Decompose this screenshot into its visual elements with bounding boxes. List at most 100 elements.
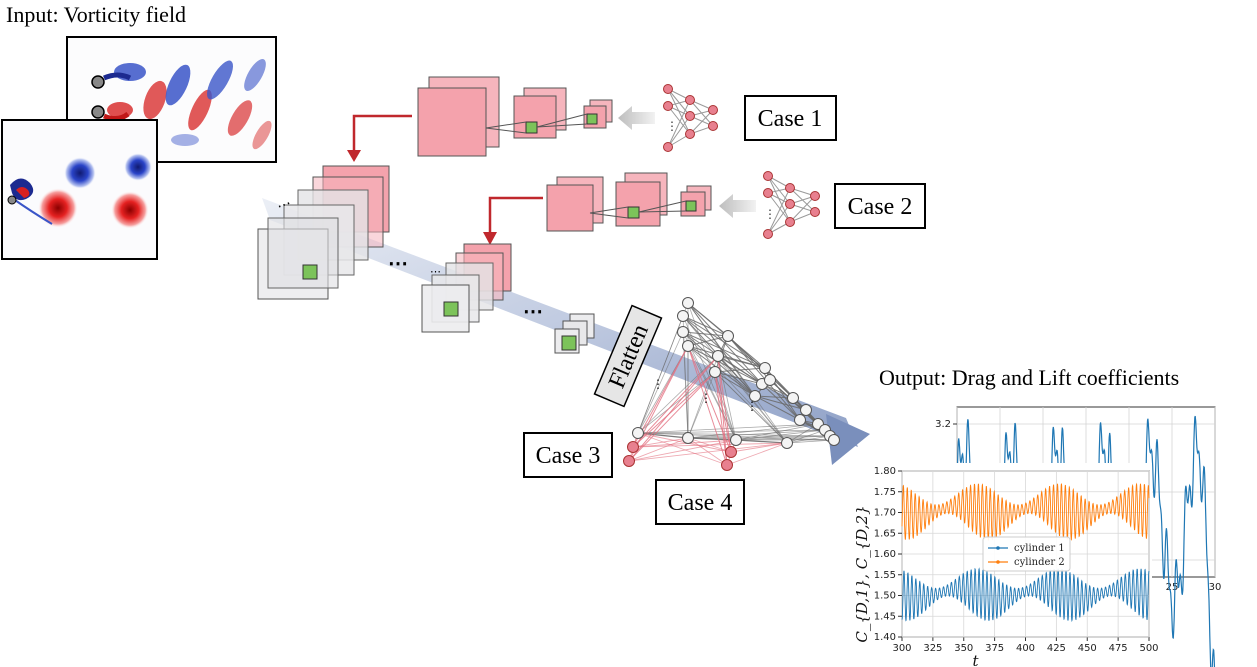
fc-node bbox=[794, 414, 806, 426]
chart2-xtick-label: 400 bbox=[1016, 643, 1035, 654]
fc-connection bbox=[682, 315, 788, 444]
case1-red-arrow bbox=[352, 114, 412, 152]
output-label: Output: Drag and Lift coefficients bbox=[879, 365, 1179, 390]
fc-ellipsis: ⋮ bbox=[746, 399, 758, 413]
fc-node bbox=[781, 437, 793, 449]
case2-ellipsis: ⋮ bbox=[764, 207, 776, 221]
fc-connection bbox=[682, 315, 729, 337]
chart2-ytick-label: 1.60 bbox=[874, 549, 896, 560]
fc-connection bbox=[735, 429, 826, 441]
fc-network: ⋮ ⋮ ⋮ bbox=[623, 297, 840, 471]
fc-connection bbox=[735, 439, 788, 444]
legend-marker bbox=[996, 560, 1000, 564]
stack-ellipsis-1: ⋯ bbox=[388, 253, 408, 275]
fc-input-node bbox=[721, 459, 733, 471]
legend-marker bbox=[996, 546, 1000, 550]
conv-stack-1: ⋯ bbox=[257, 165, 390, 300]
chart2-series-line bbox=[901, 567, 1150, 623]
fc-connection bbox=[637, 429, 826, 434]
chart2-xtick-label: 450 bbox=[1078, 643, 1097, 654]
vorticity-field-front bbox=[1, 119, 158, 260]
fc-connection bbox=[637, 432, 689, 439]
chart2-ytick-label: 1.65 bbox=[874, 528, 896, 539]
fc-connection bbox=[727, 335, 801, 421]
chart2-ytick-label: 1.55 bbox=[874, 570, 896, 581]
chart2-ytick-label: 1.75 bbox=[874, 487, 896, 498]
case1-label: Case 1 bbox=[758, 106, 823, 132]
fc-input-node bbox=[725, 446, 737, 458]
legend-label: cylinder 1 bbox=[1014, 543, 1065, 554]
fc-connection bbox=[682, 331, 788, 444]
fc-connection bbox=[682, 315, 766, 369]
fc-node bbox=[709, 366, 721, 378]
case4-box bbox=[655, 479, 745, 525]
fc-connection bbox=[628, 437, 689, 462]
fc-ellipsis: ⋮ bbox=[700, 391, 712, 405]
case2-red-arrow bbox=[488, 196, 543, 234]
fc-node bbox=[759, 362, 771, 374]
fc-connection bbox=[628, 355, 719, 462]
fc-node bbox=[764, 374, 776, 386]
fc-node bbox=[682, 340, 694, 352]
chart2-ytick-label: 1.70 bbox=[874, 508, 896, 519]
chart2-xtick-label: 350 bbox=[954, 643, 973, 654]
fc-node bbox=[828, 434, 840, 446]
fc-connection bbox=[682, 331, 766, 369]
chart2-xtick-label: 500 bbox=[1139, 643, 1158, 654]
chart2-series-line bbox=[901, 482, 1150, 542]
fc-connection bbox=[687, 437, 737, 441]
fc-connection bbox=[786, 423, 819, 444]
fc-connection bbox=[637, 315, 684, 434]
legend-label: cylinder 2 bbox=[1014, 557, 1065, 568]
fc-connection bbox=[687, 437, 728, 466]
input-label: Input: Vorticity field bbox=[6, 2, 186, 27]
chart2-xtick-label: 425 bbox=[1047, 643, 1066, 654]
fc-input-node bbox=[623, 455, 635, 467]
fc-connection bbox=[628, 345, 689, 462]
fc-node bbox=[677, 310, 689, 322]
fc-node bbox=[722, 330, 734, 342]
fc-connection bbox=[687, 345, 732, 453]
chart1-xtick-label: 30 bbox=[1209, 582, 1222, 593]
fc-connection bbox=[637, 432, 728, 466]
chart1-ytick-label: 3.2 bbox=[935, 419, 951, 430]
case1-mlp-nodes bbox=[663, 84, 718, 152]
fc-connection bbox=[632, 437, 689, 448]
fc-connection bbox=[687, 437, 732, 453]
chart2-xtick-label: 300 bbox=[892, 643, 911, 654]
case3-label: Case 3 bbox=[536, 443, 601, 469]
case2-mlp-nodes bbox=[763, 171, 820, 239]
fc-connection bbox=[628, 439, 737, 462]
fc-node bbox=[632, 427, 644, 439]
fc-connection bbox=[786, 435, 831, 444]
fc-connection bbox=[761, 383, 801, 421]
case1-red-arrowhead bbox=[347, 150, 361, 162]
fc-connection bbox=[687, 371, 716, 439]
fc-input-node bbox=[627, 441, 639, 453]
fc-ellipsis: ⋮ bbox=[652, 377, 664, 391]
chart2-ytick-label: 1.50 bbox=[874, 591, 896, 602]
fc-node bbox=[677, 326, 689, 338]
fc-connection bbox=[786, 429, 826, 444]
fc-connection bbox=[637, 331, 684, 434]
case1-cnn bbox=[417, 76, 613, 157]
fc-node bbox=[730, 434, 742, 446]
chart1-xtick-label: 25 bbox=[1166, 582, 1179, 593]
chart2-xlabel: t bbox=[972, 652, 979, 667]
case4-label: Case 4 bbox=[668, 490, 733, 516]
fc-connection bbox=[726, 442, 788, 466]
fc-node bbox=[800, 404, 812, 416]
fc-connection bbox=[754, 395, 807, 411]
case1-ellipsis: ⋮ bbox=[666, 119, 678, 133]
fc-connection bbox=[735, 423, 819, 441]
fc-connection bbox=[714, 371, 756, 397]
case2-cnn bbox=[546, 172, 712, 232]
fc-node bbox=[749, 390, 761, 402]
fc-connection bbox=[717, 355, 737, 441]
fc-node bbox=[787, 392, 799, 404]
chart2-ytick-label: 1.45 bbox=[874, 611, 896, 622]
fc-node bbox=[712, 350, 724, 362]
chart2-ytick-label: 1.40 bbox=[874, 632, 896, 643]
chart2-xtick-label: 475 bbox=[1109, 643, 1128, 654]
